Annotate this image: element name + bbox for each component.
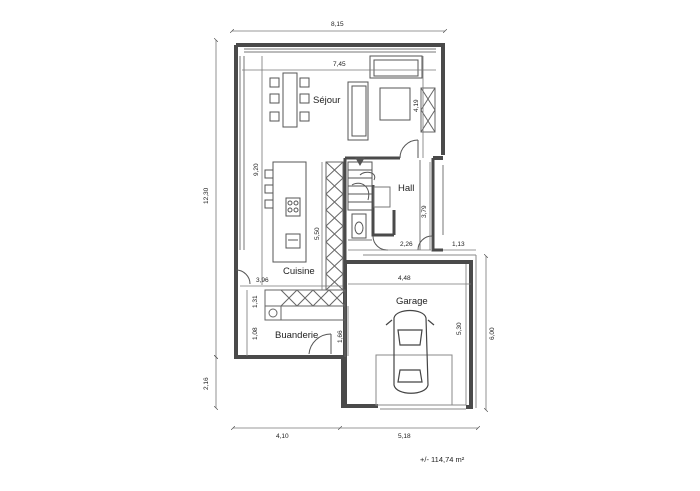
room-label-cuisine: Cuisine <box>283 266 315 277</box>
car-icon <box>385 309 435 394</box>
dim-bottom-left: 4,10 <box>276 433 289 440</box>
hall-walls <box>343 156 443 305</box>
dim-cuisine-width: 3,96 <box>256 277 269 284</box>
dim-garage-width: 4,48 <box>398 275 411 282</box>
dim-hall-depth: 3,79 <box>421 205 428 218</box>
room-label-garage: Garage <box>396 296 428 307</box>
dim-sejour-depth: 4,19 <box>413 99 420 112</box>
dim-bottom-right: 5,18 <box>398 433 411 440</box>
dim-garage-depth: 5,30 <box>456 322 463 335</box>
room-label-hall: Hall <box>398 183 414 194</box>
dim-lower-height: 2,16 <box>203 377 210 390</box>
dim-buanderie-width: 1,31 <box>252 295 259 308</box>
staircase <box>347 157 376 211</box>
total-area: +/- 114,74 m² <box>420 455 465 464</box>
buanderie-cabinets <box>264 289 346 357</box>
dim-total-height: 12,30 <box>203 187 210 204</box>
dim-small-width: 1,13 <box>452 241 465 248</box>
garage-inner-lines <box>363 254 477 410</box>
dim-garage-height: 6,00 <box>489 327 496 340</box>
window-strip-top <box>239 48 436 250</box>
toilet <box>351 213 367 239</box>
dim-inner-width: 7,45 <box>333 61 346 68</box>
dim-stair-width: 5,50 <box>314 227 321 240</box>
storage-column <box>325 161 344 291</box>
dim-total-width: 8,15 <box>331 21 344 28</box>
dimension-lines <box>216 31 486 428</box>
sofa <box>347 55 423 141</box>
room-label-sejour: Séjour <box>313 95 340 106</box>
sejour-cabinet <box>420 87 436 133</box>
dim-buanderie-small: 1,66 <box>337 330 344 343</box>
kitchen <box>264 161 307 263</box>
hall-thin-lines <box>348 160 444 250</box>
dim-buanderie-depth: 1,08 <box>252 327 259 340</box>
dining-table <box>269 72 310 128</box>
dim-hall-width: 2,26 <box>400 241 413 248</box>
room-label-buanderie: Buanderie <box>275 330 318 341</box>
doors <box>235 139 433 355</box>
dim-cuisine-depth: 9,20 <box>253 163 260 176</box>
